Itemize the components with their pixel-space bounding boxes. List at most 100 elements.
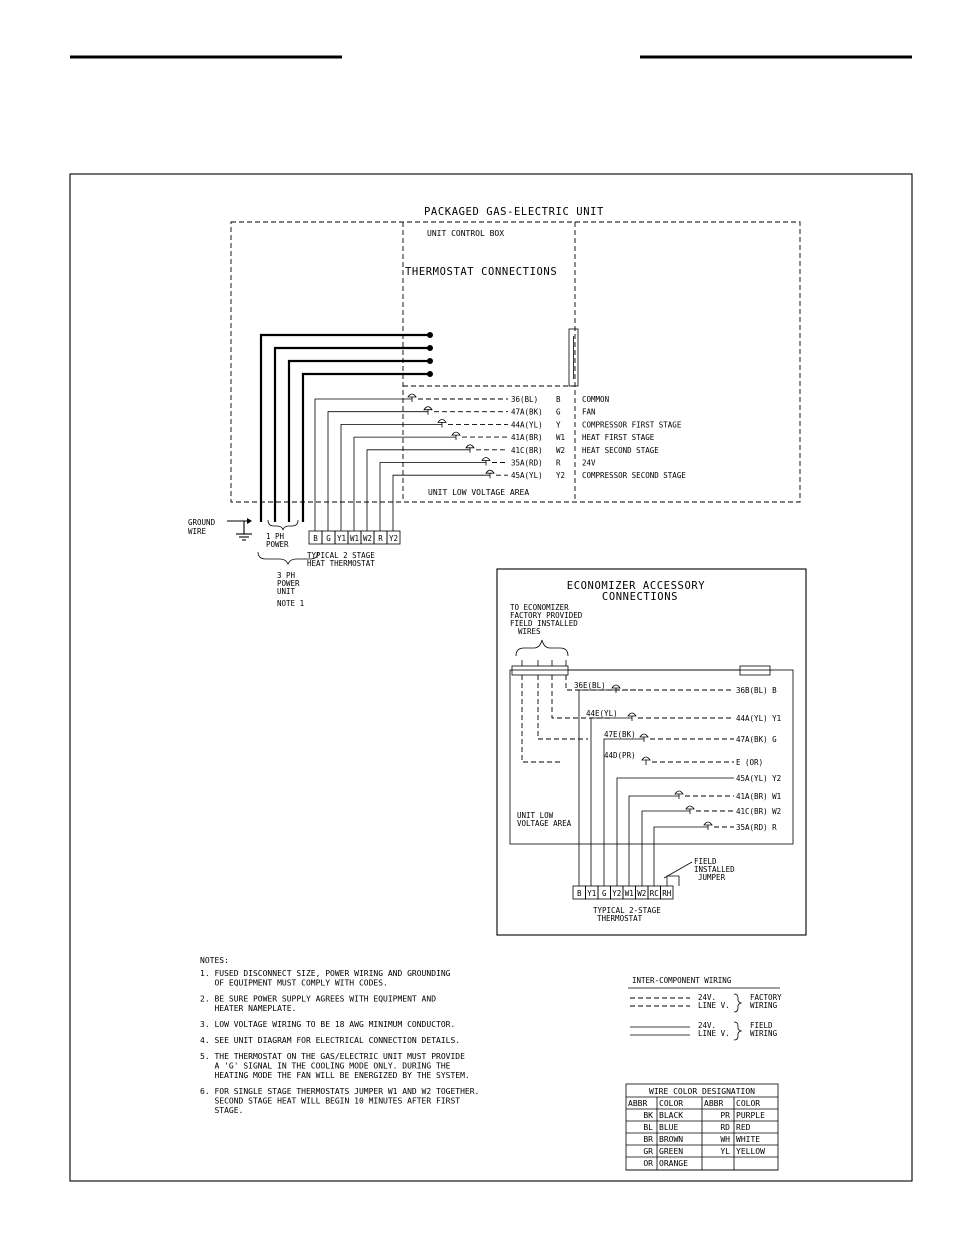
connector-icon [674, 790, 684, 795]
ground-wire-label-2: WIRE [188, 527, 207, 536]
wire-code-label: 45A(YL) [511, 471, 543, 480]
power-terminal-dot [427, 371, 433, 377]
color-table-color: BLUE [659, 1123, 678, 1132]
wire-code-label: 41C(BR) [511, 446, 543, 455]
econ-wire-label: 41A(BR) W1 [736, 792, 781, 801]
color-table-abbr: BR [643, 1135, 653, 1144]
brace-3ph [257, 551, 319, 566]
wire-function-label: FAN [582, 408, 596, 417]
field-jumper-2: INSTALLED [694, 865, 735, 874]
note-line: 3. LOW VOLTAGE WIRING TO BE 18 AWG MINIM… [200, 1020, 455, 1029]
control-box-label: UNIT CONTROL BOX [427, 229, 504, 238]
note-line: HEATING MODE THE FAN WILL BE ENERGIZED B… [200, 1071, 470, 1080]
legend-24v-field: 24V. [698, 1021, 716, 1030]
power-terminal-dot [427, 358, 433, 364]
legend-field-1: FIELD [750, 1021, 773, 1030]
wire-function-label: HEAT FIRST STAGE [582, 433, 655, 442]
power-terminal-dot [427, 332, 433, 338]
rc-rh-jumper [666, 875, 680, 886]
color-table-title: WIRE COLOR DESIGNATION [649, 1087, 755, 1096]
power-1ph-label-1: 1 PH [266, 532, 285, 541]
note-line: SECOND STAGE HEAT WILL BEGIN 10 MINUTES … [200, 1097, 460, 1106]
ground-wire-label-1: GROUND [188, 518, 216, 527]
econ-low-voltage-2: VOLTAGE AREA [517, 819, 572, 828]
wire-code-label: 44A(YL) [511, 420, 543, 429]
color-table-color: BROWN [659, 1135, 683, 1144]
thermostat-connections-label: THERMOSTAT CONNECTIONS [405, 266, 557, 278]
connector-icon [465, 444, 475, 449]
color-table-abbr: OR [643, 1159, 653, 1168]
note-line: HEATER NAMEPLATE. [200, 1004, 296, 1013]
field-jumper-1: FIELD [694, 857, 717, 866]
thermostat-terminal-label: W1 [350, 534, 359, 543]
thermostat-terminal-label: B [313, 534, 318, 543]
wire-function-label: 24V [582, 459, 596, 468]
econ-wire-label: 35A(RD) R [736, 823, 777, 832]
power-1ph-label-2: POWER [266, 540, 289, 549]
color-table-color: RED [736, 1123, 751, 1132]
wire-terminal-label: Y2 [556, 471, 565, 480]
color-table-color: YELLOW [736, 1147, 765, 1156]
wire-function-label: COMPRESSOR SECOND STAGE [582, 471, 686, 480]
power-terminal-dot [427, 345, 433, 351]
packaged-unit-section: PACKAGED GAS-ELECTRIC UNIT UNIT CONTROL … [188, 206, 801, 608]
color-table-color: WHITE [736, 1135, 760, 1144]
econ-thermostat-terminal-label: Y2 [612, 889, 621, 898]
economizer-title-1: ECONOMIZER ACCESSORY [567, 580, 706, 592]
color-table-color: BLACK [659, 1111, 683, 1120]
power-3ph-label-1: 3 PH [277, 571, 296, 580]
color-table-color: PURPLE [736, 1111, 765, 1120]
color-table-header: COLOR [736, 1099, 760, 1108]
note-line: 4. SEE UNIT DIAGRAM FOR ELECTRICAL CONNE… [200, 1036, 460, 1045]
wire-code-label: 47A(BK) [511, 408, 543, 417]
connector-icon [703, 821, 713, 826]
econ-thermostat-terminal-label: RC [650, 889, 659, 898]
note-line: 2. BE SURE POWER SUPPLY AGREES WITH EQUI… [200, 995, 436, 1004]
thermostat-terminal-label: R [378, 534, 383, 543]
wire-function-label: HEAT SECOND STAGE [582, 446, 659, 455]
wire-code-label: 41A(BR) [511, 433, 543, 442]
econ-wire-label: 41C(BR) W2 [736, 807, 781, 816]
note-line: OF EQUIPMENT MUST COMPLY WITH CODES. [200, 979, 388, 988]
econ-thermostat-terminal-label: RH [662, 889, 672, 898]
diagram-frame [69, 173, 913, 1182]
legend-factory-1: FACTORY [750, 993, 782, 1002]
legend-title: INTER-COMPONENT WIRING [632, 976, 732, 985]
note-line: A 'G' SIGNAL IN THE COOLING MODE ONLY. D… [200, 1062, 451, 1071]
wire-terminal-label: R [556, 459, 561, 468]
econ-thermostat-label-1: TYPICAL 2-STAGE [593, 906, 661, 915]
econ-thermostat-terminal-label: W2 [637, 889, 646, 898]
econ-wire-label: 45A(YL) Y2 [736, 774, 781, 783]
color-table-abbr: GR [643, 1147, 653, 1156]
unit-title: PACKAGED GAS-ELECTRIC UNIT [424, 206, 604, 218]
color-table-abbr: PR [720, 1111, 730, 1120]
connector-icon [423, 406, 433, 411]
wiring-legend: INTER-COMPONENT WIRING 24V. LINE V. FACT… [628, 976, 782, 1041]
unit-wire-runs [314, 393, 508, 531]
color-table-color: GREEN [659, 1147, 683, 1156]
unit-thermostat-label-2: HEAT THERMOSTAT [307, 559, 375, 568]
connector-icon [639, 733, 649, 738]
power-3ph-label-3: UNIT [277, 587, 296, 596]
connector-icon [407, 393, 417, 398]
notes-heading: NOTES: [200, 956, 229, 965]
note1-label: NOTE 1 [277, 599, 304, 608]
connector-icon [685, 805, 695, 810]
wire-terminal-label: W2 [556, 446, 565, 455]
power-3ph-label-2: POWER [277, 579, 300, 588]
connector-icon [611, 684, 621, 689]
unit-thermostat-label-1: TYPICAL 2 STAGE [307, 551, 375, 560]
note-line: STAGE. [200, 1106, 243, 1115]
legend-linev-factory: LINE V. [698, 1001, 730, 1010]
connector-icon [481, 457, 491, 461]
econ-wire-label: 44A(YL) Y1 [736, 714, 781, 723]
color-table-header: COLOR [659, 1099, 683, 1108]
econ-wire-label: 36B(BL) B [736, 686, 777, 695]
legend-24v-factory: 24V. [698, 993, 716, 1002]
connector-icon [451, 431, 461, 436]
economizer-title-2: CONNECTIONS [602, 591, 678, 603]
